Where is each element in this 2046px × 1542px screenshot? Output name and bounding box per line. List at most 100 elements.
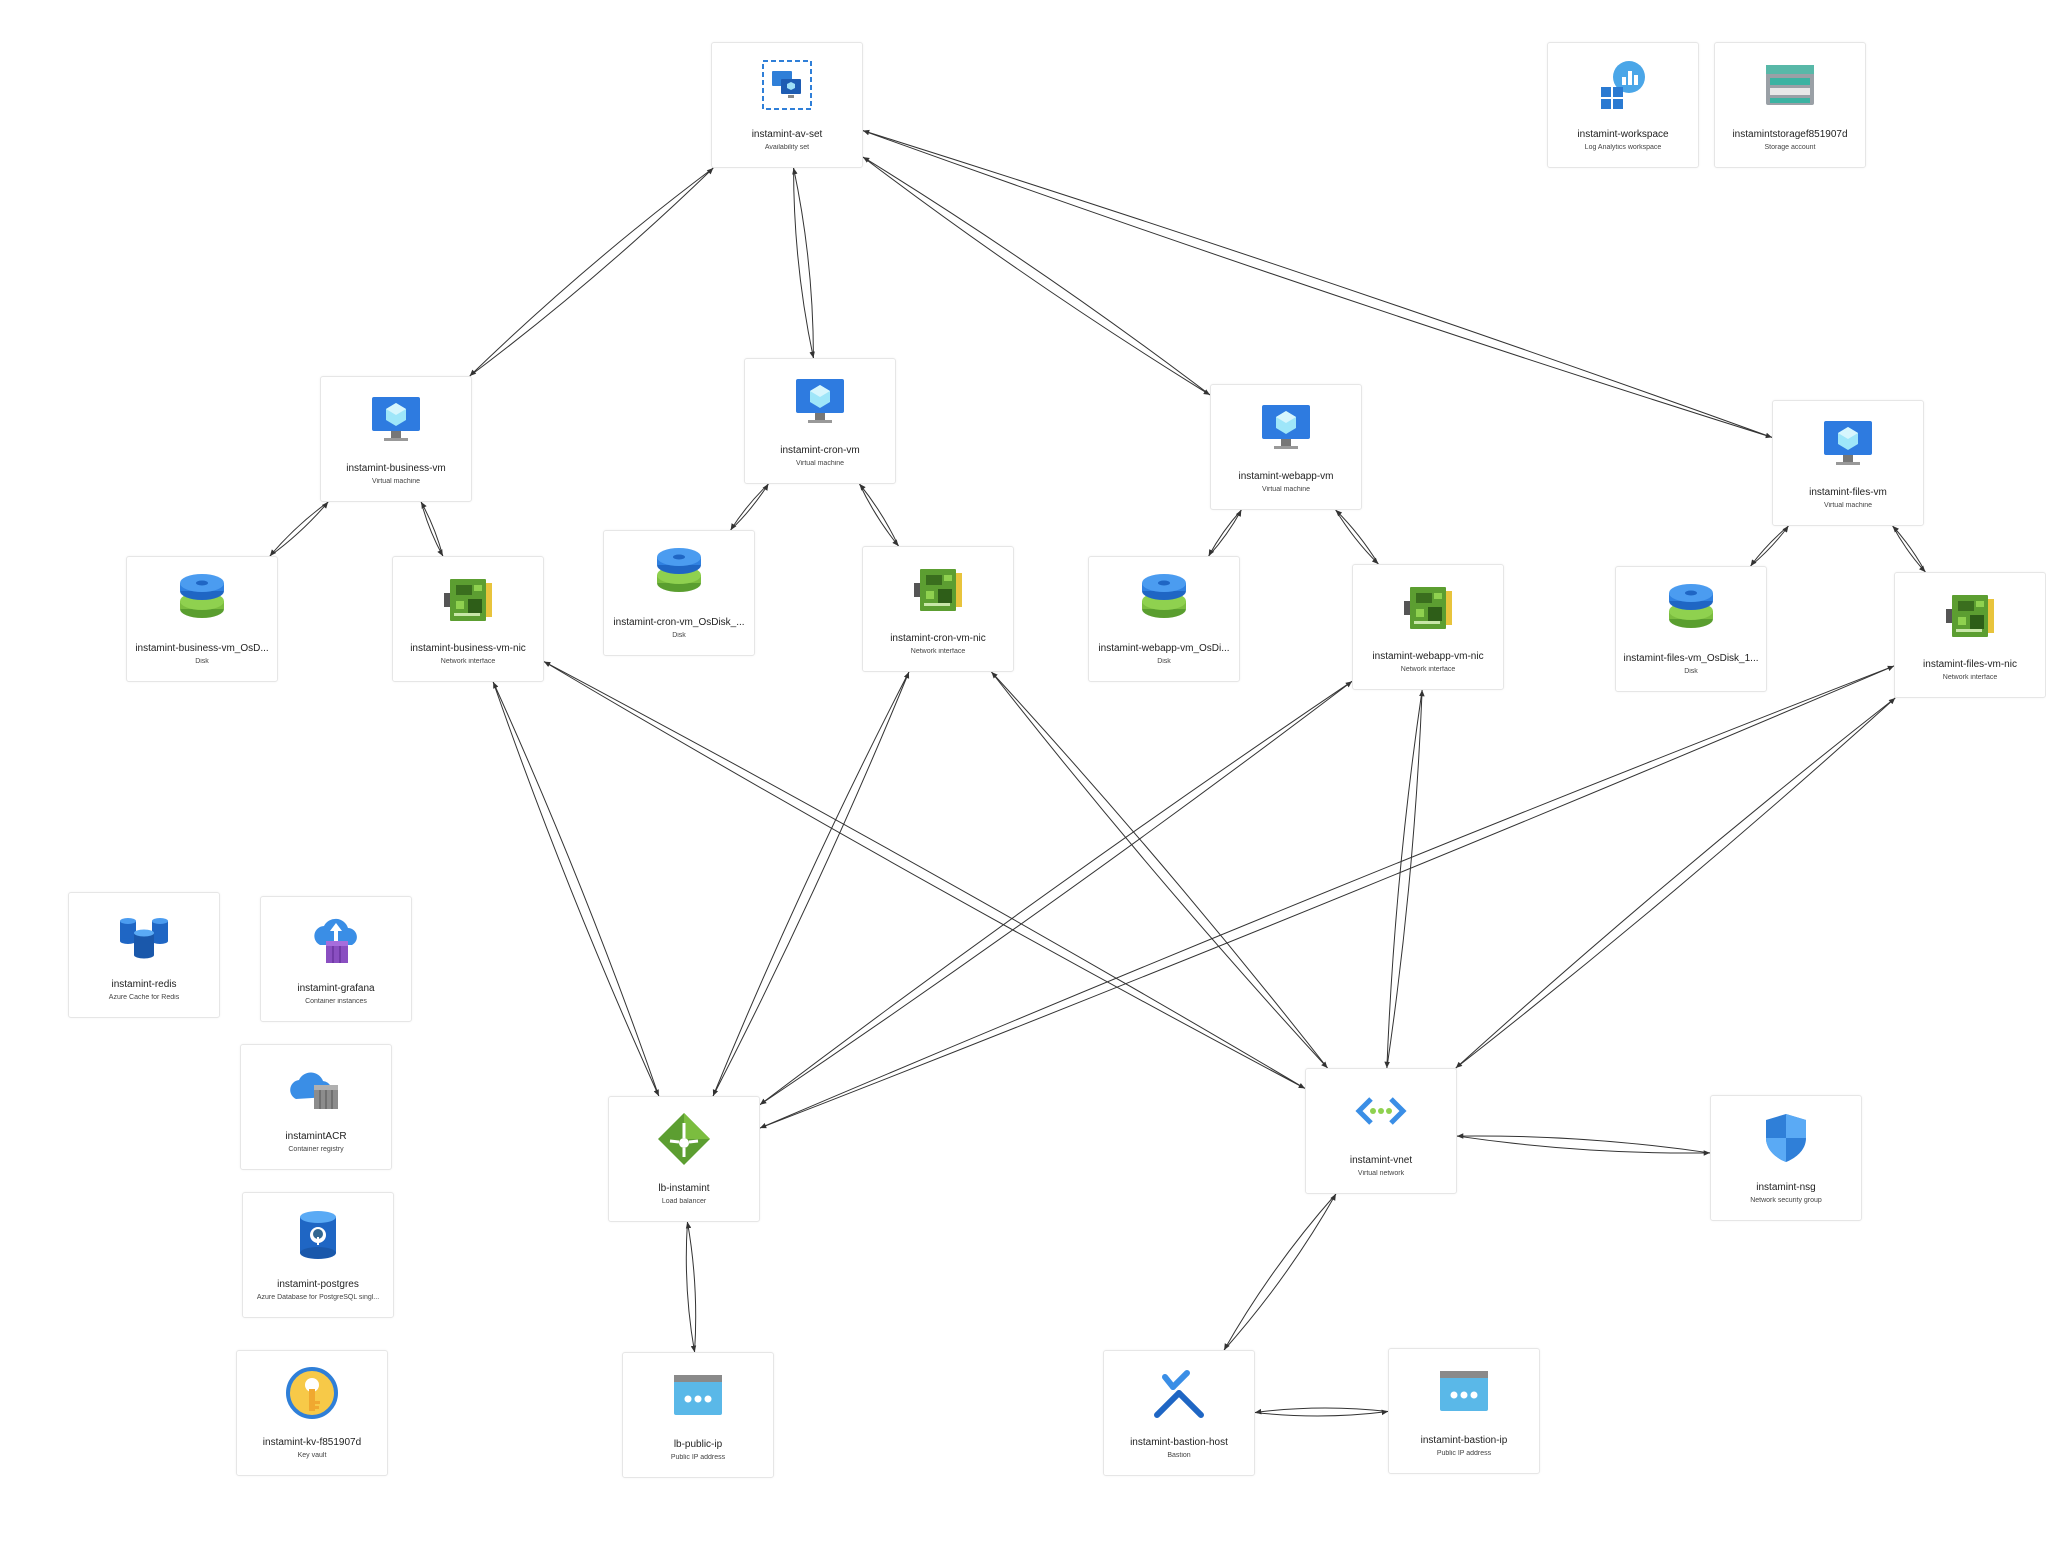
edge-avset-businessvm — [469, 167, 714, 377]
node-network-security-group[interactable]: instamint-nsg Network security group — [1710, 1095, 1862, 1221]
node-name: instamint-webapp-vm-nic — [1372, 651, 1484, 662]
node-type: Container instances — [305, 998, 367, 1005]
node-type: Bastion — [1167, 1452, 1191, 1459]
node-cron-nic[interactable]: instamint-cron-vm-nic Network interface — [862, 546, 1014, 672]
node-name: instamint-postgres — [277, 1279, 359, 1290]
node-webapp-nic[interactable]: instamint-webapp-vm-nic Network interfac… — [1352, 564, 1504, 690]
node-name: lb-instamint — [658, 1183, 710, 1194]
node-business-nic[interactable]: instamint-business-vm-nic Network interf… — [392, 556, 544, 682]
node-log-analytics-workspace[interactable]: instamint-workspace Log Analytics worksp… — [1547, 42, 1699, 168]
network-interface-icon — [1400, 579, 1456, 635]
edge-filesnic-vnet — [1455, 697, 1896, 1069]
edge-businessnic-vnet — [543, 661, 1306, 1089]
edge-webappnic-lb — [759, 680, 1353, 1106]
node-name: instamint-webapp-vm_OsDi... — [1098, 643, 1230, 654]
node-name: instamint-files-vm-nic — [1923, 659, 2017, 670]
edge-webappvm-webappnic — [1335, 509, 1379, 565]
edge-businessnic-lb — [492, 681, 660, 1097]
node-type: Virtual machine — [795, 460, 845, 467]
node-load-balancer[interactable]: lb-instamint Load balancer — [608, 1096, 760, 1222]
node-name: instamint-business-vm-nic — [410, 643, 526, 654]
node-type: Virtual network — [1357, 1170, 1405, 1177]
edge-bastion-bastionip — [1254, 1409, 1389, 1417]
edge-bastion-bastionip — [1254, 1407, 1389, 1415]
node-type: Disk — [1157, 658, 1171, 665]
node-bastion-public-ip[interactable]: instamint-bastion-ip Public IP address — [1388, 1348, 1540, 1474]
edge-filesvm-filesdisk — [1750, 525, 1789, 567]
node-type: Key vault — [297, 1452, 327, 1459]
node-type: Public IP address — [670, 1454, 726, 1461]
node-lb-public-ip[interactable]: lb-public-ip Public IP address — [622, 1352, 774, 1478]
public-ip-icon — [1436, 1363, 1492, 1419]
node-name: instamintstoragef851907d — [1732, 129, 1848, 140]
node-grafana[interactable]: instamint-grafana Container instances — [260, 896, 412, 1022]
node-redis[interactable]: instamint-redis Azure Cache for Redis — [68, 892, 220, 1018]
edge-cronvm-crondisk — [730, 483, 769, 531]
edge-businessnic-vnet — [543, 661, 1306, 1089]
virtual-machine-icon — [1258, 399, 1314, 455]
node-type: Virtual machine — [371, 478, 421, 485]
node-type: Log Analytics workspace — [1584, 144, 1662, 151]
edge-cronnic-lb — [712, 671, 910, 1097]
edge-cronvm-cronnic — [859, 483, 899, 547]
node-files-nic[interactable]: instamint-files-vm-nic Network interface — [1894, 572, 2046, 698]
bastion-icon — [1151, 1365, 1207, 1421]
node-type: Network interface — [910, 648, 966, 655]
node-business-disk[interactable]: instamint-business-vm_OsD... Disk — [126, 556, 278, 682]
node-type: Azure Cache for Redis — [108, 994, 180, 1001]
edge-webappvm-webappdisk — [1208, 509, 1242, 557]
redis-cache-icon — [116, 907, 172, 963]
edge-cronvm-cronnic — [859, 483, 899, 547]
node-name: instamint-kv-f851907d — [262, 1437, 362, 1448]
node-name: lb-public-ip — [673, 1439, 723, 1450]
node-type: Public IP address — [1436, 1450, 1492, 1457]
disk-icon — [174, 571, 230, 627]
edge-filesnic-vnet — [1455, 697, 1896, 1069]
node-container-registry[interactable]: instamintACR Container registry — [240, 1044, 392, 1170]
node-type: Storage account — [1764, 144, 1816, 151]
edge-cronvm-crondisk — [730, 483, 769, 531]
node-cron-vm[interactable]: instamint-cron-vm Virtual machine — [744, 358, 896, 484]
edge-avset-webappvm — [862, 156, 1211, 396]
edge-vnet-nsg — [1456, 1133, 1711, 1154]
edge-businessvm-businessdisk — [269, 501, 329, 557]
virtual-network-icon — [1353, 1083, 1409, 1139]
node-cron-disk[interactable]: instamint-cron-vm_OsDisk_... Disk — [603, 530, 755, 656]
node-type: Availability set — [764, 144, 810, 151]
node-business-vm[interactable]: instamint-business-vm Virtual machine — [320, 376, 472, 502]
node-name: instamint-business-vm_OsD... — [135, 643, 269, 654]
node-type: Container registry — [288, 1146, 344, 1153]
public-ip-icon — [670, 1367, 726, 1423]
edge-webappvm-webappdisk — [1208, 509, 1242, 557]
node-virtual-network[interactable]: instamint-vnet Virtual network — [1305, 1068, 1457, 1194]
edge-cronnic-lb — [712, 671, 910, 1097]
node-storage-account[interactable]: instamintstoragef851907d Storage account — [1714, 42, 1866, 168]
disk-icon — [1136, 571, 1192, 627]
network-interface-icon — [1942, 587, 1998, 643]
edge-lb-lbip — [685, 1221, 697, 1353]
key-vault-icon — [284, 1365, 340, 1421]
edge-avset-cronvm — [792, 167, 814, 359]
edge-webappnic-vnet — [1384, 689, 1423, 1069]
node-bastion-host[interactable]: instamint-bastion-host Bastion — [1103, 1350, 1255, 1476]
node-files-disk[interactable]: instamint-files-vm_OsDisk_1... Disk — [1615, 566, 1767, 692]
node-type: Disk — [1684, 668, 1698, 675]
node-key-vault[interactable]: instamint-kv-f851907d Key vault — [236, 1350, 388, 1476]
node-name: instamint-nsg — [1756, 1182, 1816, 1193]
edge-webappnic-vnet — [1386, 689, 1425, 1069]
node-postgres[interactable]: instamint-postgres Azure Database for Po… — [242, 1192, 394, 1318]
edge-avset-businessvm — [469, 167, 714, 377]
node-type: Disk — [672, 632, 686, 639]
node-webapp-vm[interactable]: instamint-webapp-vm Virtual machine — [1210, 384, 1362, 510]
edge-businessnic-lb — [492, 681, 660, 1097]
node-webapp-disk[interactable]: instamint-webapp-vm_OsDi... Disk — [1088, 556, 1240, 682]
node-name: instamint-bastion-ip — [1420, 1435, 1508, 1446]
edge-businessvm-businessdisk — [269, 501, 329, 557]
virtual-machine-icon — [1820, 415, 1876, 471]
load-balancer-icon — [656, 1111, 712, 1167]
node-files-vm[interactable]: instamint-files-vm Virtual machine — [1772, 400, 1924, 526]
node-name: instamint-cron-vm_OsDisk_... — [613, 617, 745, 628]
node-name: instamint-vnet — [1349, 1155, 1413, 1166]
network-interface-icon — [440, 571, 496, 627]
node-availability-set[interactable]: instamint-av-set Availability set — [711, 42, 863, 168]
